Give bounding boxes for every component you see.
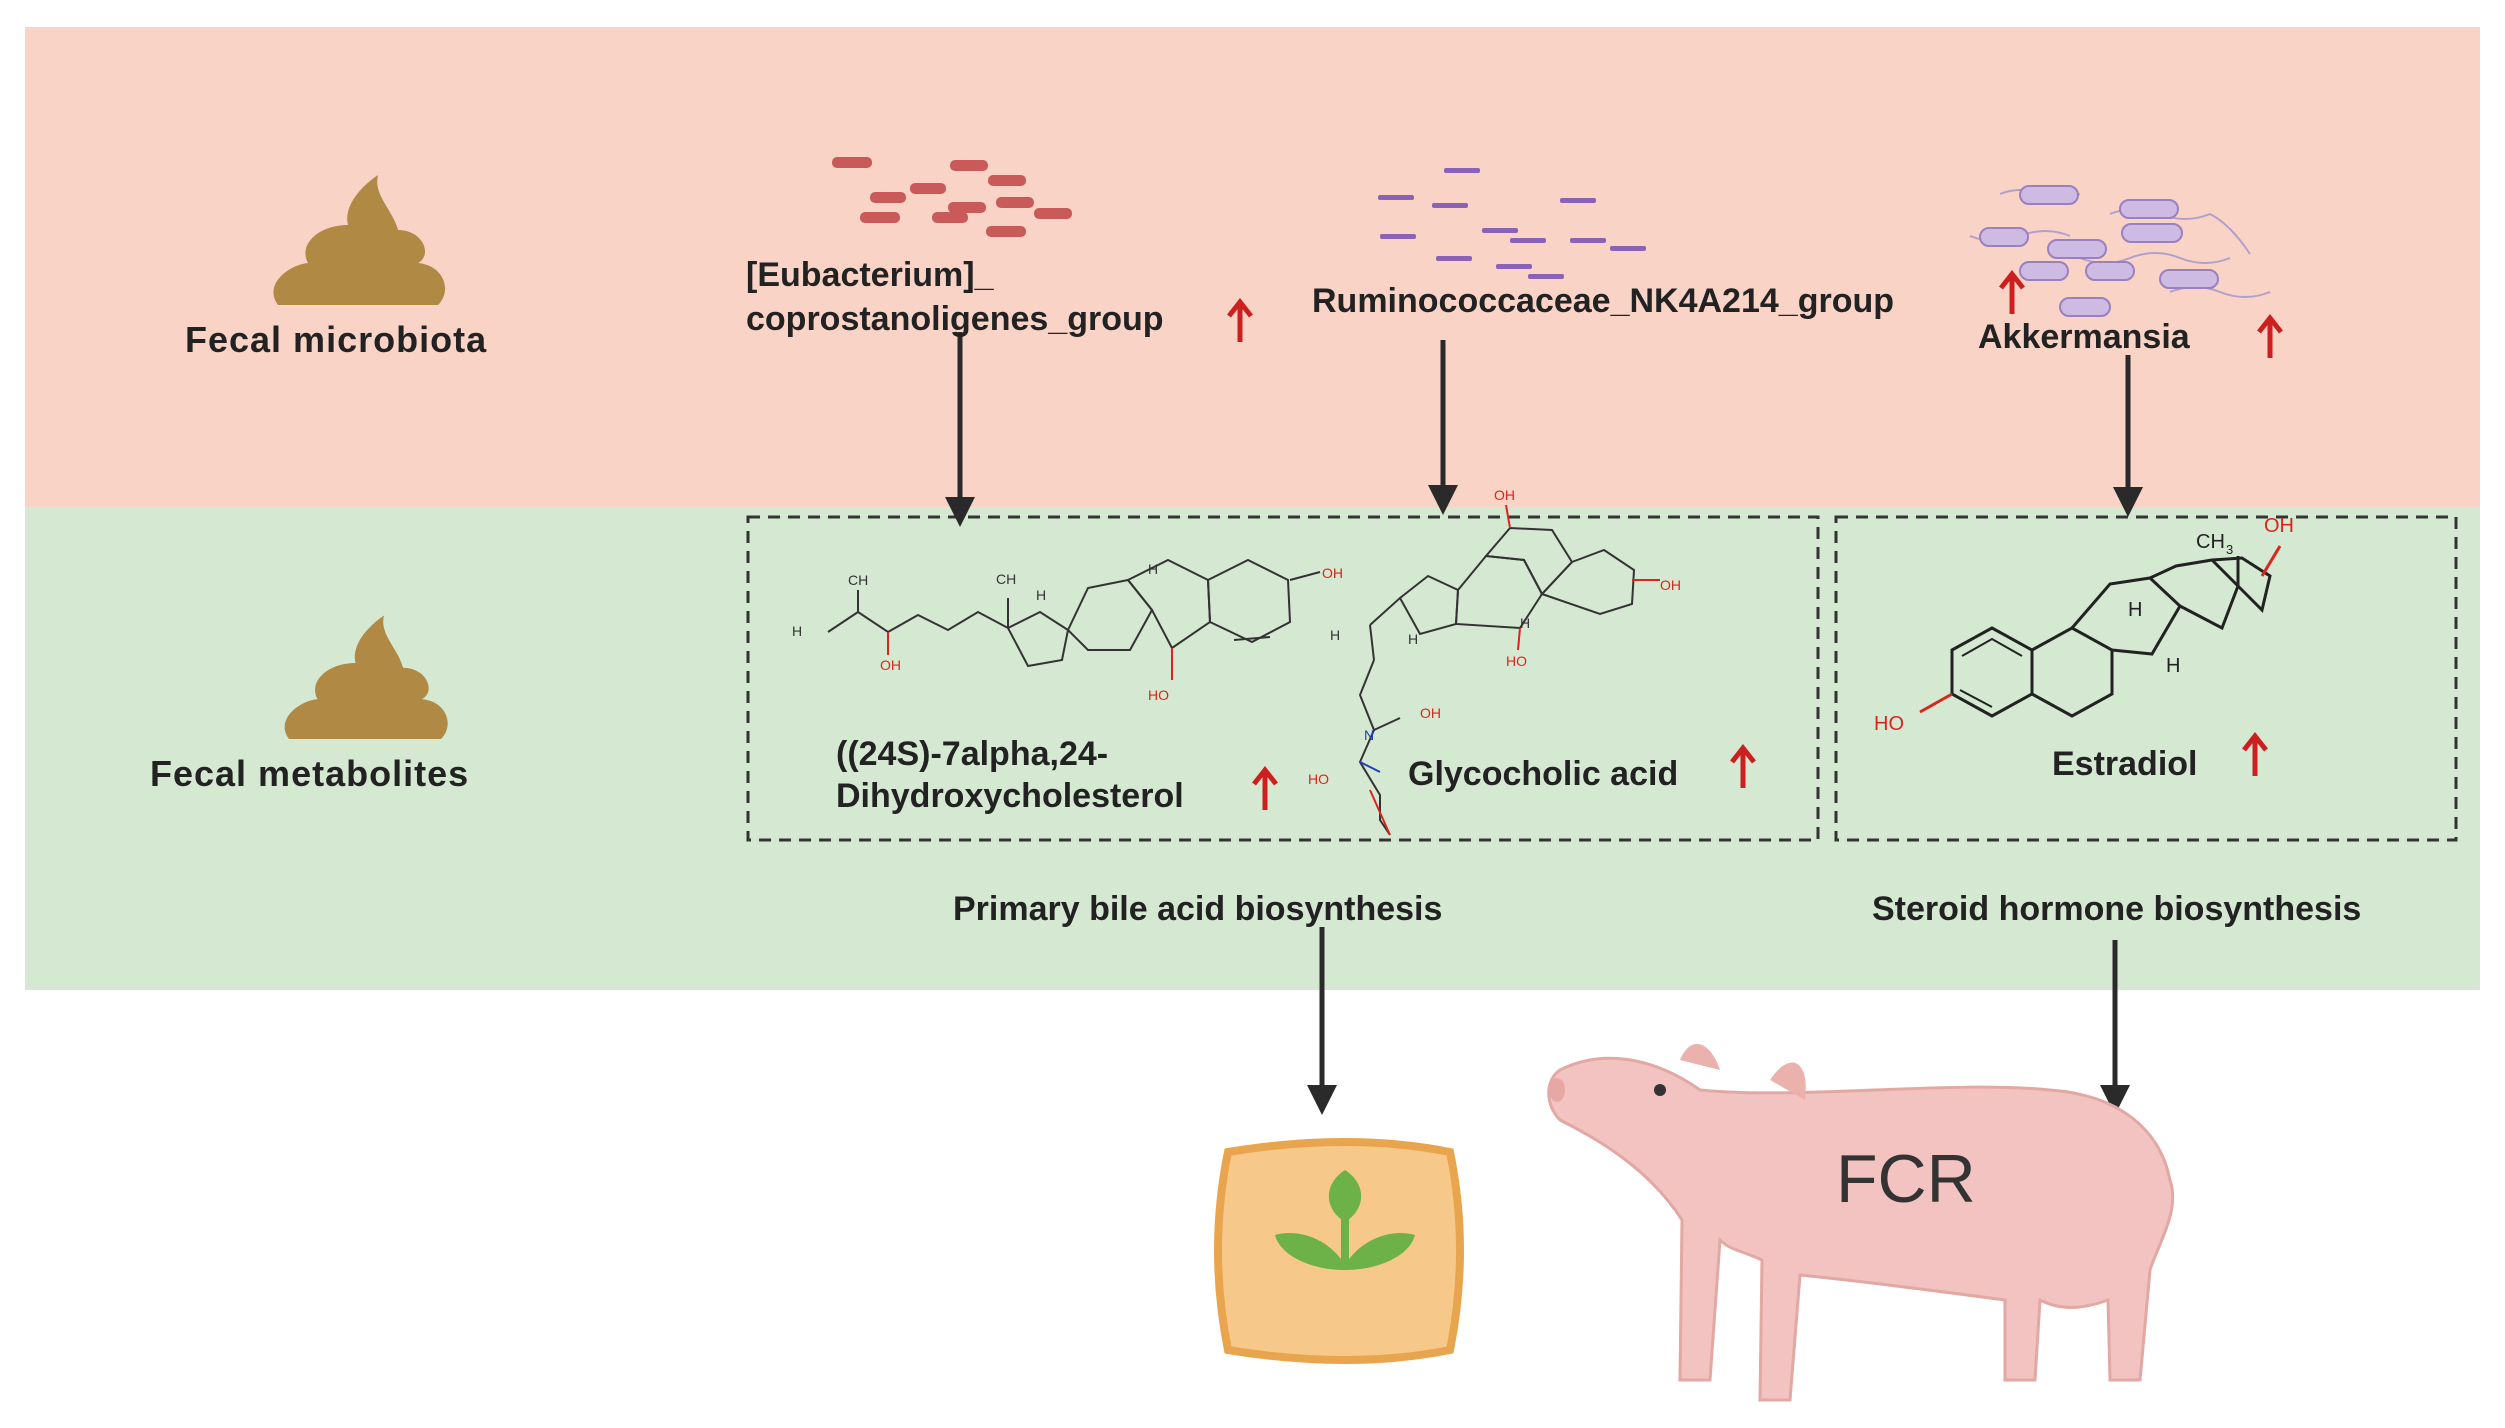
fecal-microbiota-label: Fecal microbiota	[185, 319, 487, 360]
dihydroxycholesterol-structure-icon	[827, 558, 1321, 680]
eubacterium-label-line1: [Eubacterium]_	[746, 256, 995, 294]
estradiol-atom-labels: CH 3 OH HO H H	[1874, 515, 2294, 735]
svg-text:H: H	[792, 623, 802, 639]
bile-acid-pathway-label: Primary bile acid biosynthesis	[953, 890, 1442, 928]
ruminococcaceae-bacteria-icon	[1378, 168, 1646, 279]
eubacterium-bacteria-icon	[832, 157, 1072, 237]
svg-text:OH: OH	[1322, 565, 1343, 581]
svg-text:HO: HO	[1874, 713, 1904, 735]
svg-text:CH: CH	[2196, 531, 2225, 553]
microbiota-band	[25, 27, 2480, 507]
glycocholic-acid-label: Glycocholic acid	[1408, 755, 1678, 793]
svg-text:HO: HO	[1308, 771, 1329, 787]
glycocholic-acid-structure-icon	[1358, 504, 1660, 836]
estradiol-structure-icon	[1919, 545, 2282, 718]
svg-text:H: H	[1036, 587, 1046, 603]
metabolites-band	[25, 507, 2480, 990]
svg-text:OH: OH	[880, 657, 901, 673]
pig-icon	[1547, 1043, 2175, 1402]
ruminococcaceae-label: Ruminococcaceae_NK4A214_group	[1312, 282, 1894, 320]
svg-text:HO: HO	[1506, 653, 1527, 669]
akkermansia-label: Akkermansia	[1978, 318, 2191, 356]
svg-text:H: H	[1520, 615, 1530, 631]
steroid-hormone-pathway-label: Steroid hormone biosynthesis	[1872, 890, 2361, 928]
chem-atom-labels: CH H OH CH H H OH HO OH OH H H H HO OH N…	[792, 487, 1681, 787]
svg-text:H: H	[1148, 561, 1158, 577]
svg-text:CH: CH	[996, 571, 1016, 587]
fcr-label: FCR	[1836, 1141, 1976, 1217]
svg-text:H: H	[2166, 655, 2180, 677]
svg-text:OH: OH	[1494, 487, 1515, 503]
svg-text:OH: OH	[1660, 577, 1681, 593]
feed-sack-icon	[1214, 1138, 1464, 1364]
bile-acid-metabolites-box	[746, 515, 1820, 842]
dihydroxycholesterol-label-line1: ((24S)-7alpha,24-	[836, 735, 1108, 773]
akkermansia-bacteria-icon	[1969, 185, 2271, 317]
dihydroxycholesterol-label-line2: Dihydroxycholesterol	[836, 777, 1184, 815]
svg-text:H: H	[2128, 599, 2142, 621]
fecal-metabolites-label: Fecal metabolites	[150, 753, 469, 794]
svg-text:HO: HO	[1148, 687, 1169, 703]
eubacterium-label-line2: coprostanoligenes_group	[746, 300, 1164, 338]
svg-text:OH: OH	[2264, 515, 2294, 537]
svg-text:H: H	[1330, 627, 1340, 643]
svg-text:OH: OH	[1420, 705, 1441, 721]
steroid-metabolites-box	[1834, 515, 2458, 842]
svg-text:3: 3	[2226, 542, 2233, 557]
svg-text:CH: CH	[848, 572, 868, 588]
estradiol-label: Estradiol	[2052, 745, 2197, 783]
svg-text:N: N	[1364, 727, 1374, 743]
svg-text:H: H	[1408, 631, 1418, 647]
